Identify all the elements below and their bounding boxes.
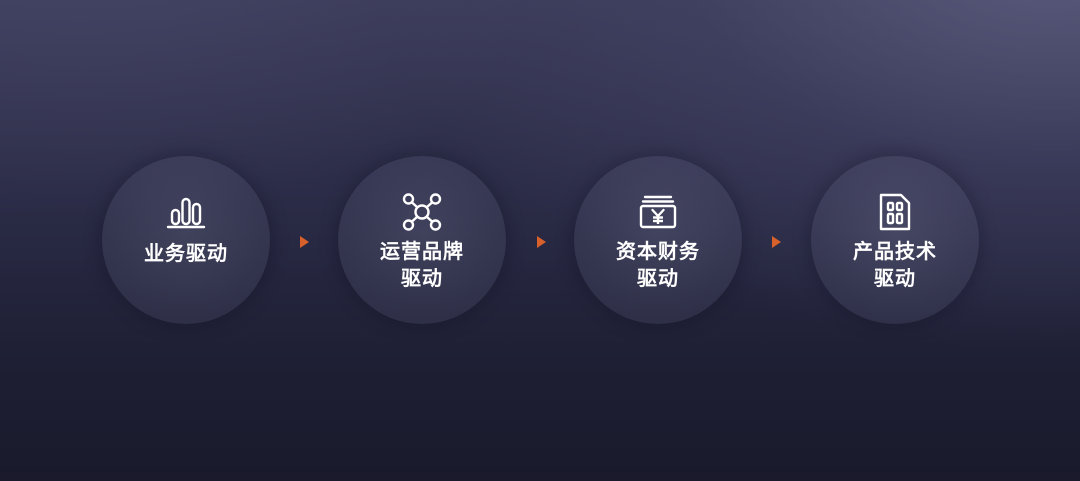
sim-card-icon [873, 190, 917, 234]
arrow-right-icon [772, 236, 781, 248]
step-product-technology-driven: 产品技术 驱动 [811, 156, 979, 324]
step-business-driven: 业务驱动 [102, 156, 270, 324]
arrow-right-icon [300, 236, 309, 248]
step-label-line-1: 运营品牌 [380, 239, 464, 263]
step-label-line-2: 驱动 [874, 266, 916, 290]
arrow-right-icon [537, 236, 546, 248]
step-label: 业务驱动 [144, 241, 228, 265]
bar-chart-icon [164, 190, 208, 234]
network-nodes-icon [400, 190, 444, 234]
step-label-line-1: 资本财务 [616, 239, 700, 263]
step-label-line-2: 驱动 [401, 266, 443, 290]
step-capital-finance-driven: 资本财务 驱动 [574, 156, 742, 324]
step-label-line-2: 驱动 [637, 266, 679, 290]
step-operations-brand-driven: 运营品牌 驱动 [338, 156, 506, 324]
step-label-line-1: 产品技术 [853, 239, 937, 263]
yen-stack-icon [636, 190, 680, 234]
